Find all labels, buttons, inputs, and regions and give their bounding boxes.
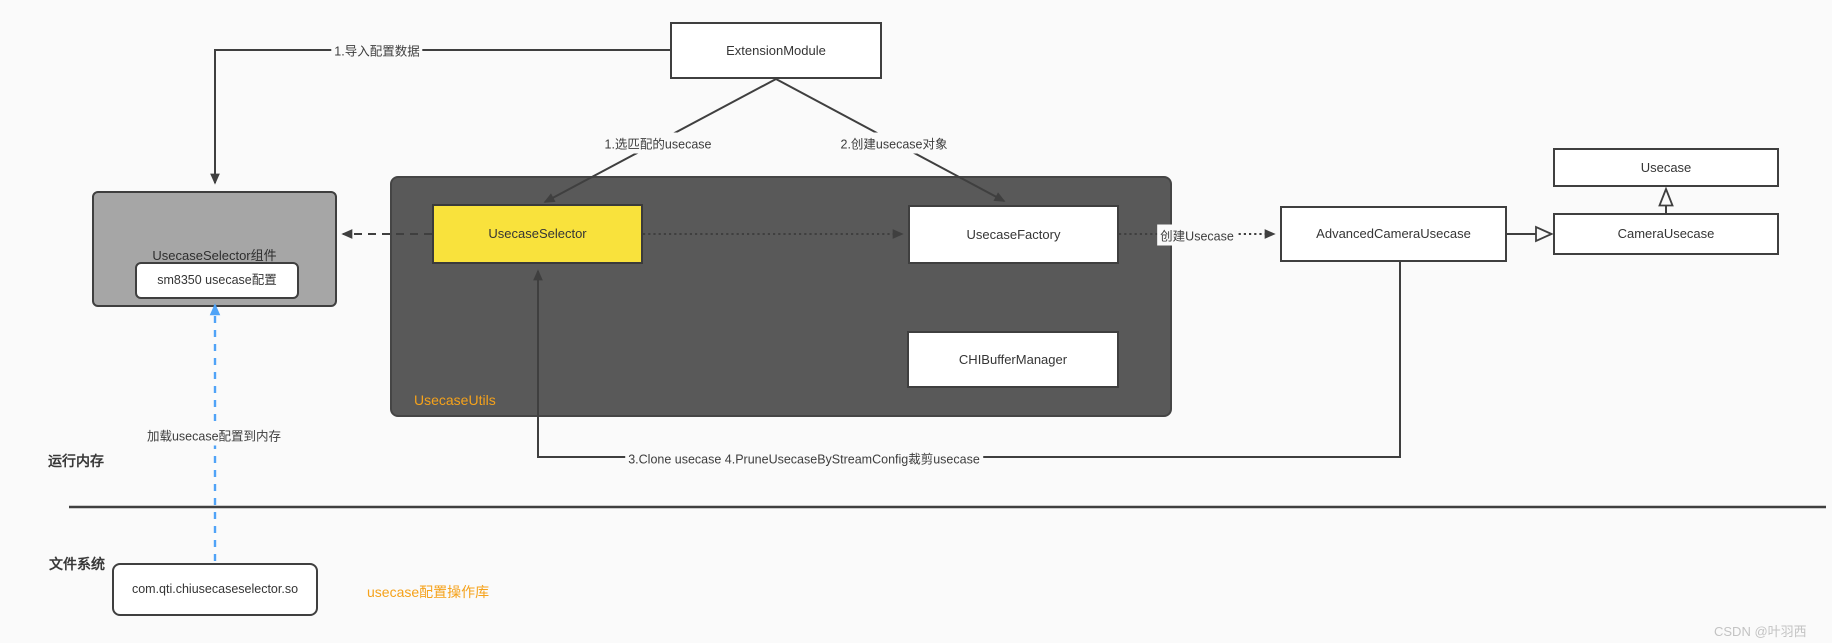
- node-chi-buffer-manager: CHIBufferManager: [907, 331, 1119, 388]
- inheritance-arrowhead-icon: [1658, 186, 1674, 207]
- node-camera-usecase: CameraUsecase: [1553, 213, 1779, 255]
- node-sm8350-config: sm8350 usecase配置: [135, 262, 299, 299]
- node-usecase-selector-component: UsecaseSelector组件 sm8350 usecase配置: [92, 191, 337, 307]
- edge-label-clone-and-prune: 3.Clone usecase 4.PruneUsecaseByStreamCo…: [625, 447, 983, 469]
- section-label-file-system: 文件系统: [49, 556, 105, 572]
- node-usecase-selector: UsecaseSelector: [432, 204, 643, 264]
- annotation-usecase-config-library: usecase配置操作库: [367, 584, 490, 600]
- node-usecase-factory: UsecaseFactory: [908, 205, 1119, 264]
- edge-label-import-config: 1.导入配置数据: [331, 39, 423, 61]
- edge-import-config: [210, 49, 670, 185]
- node-usecase: Usecase: [1553, 148, 1779, 187]
- node-extension-module: ExtensionModule: [670, 22, 882, 79]
- node-selector-library: com.qti.chiusecaseselector.so: [112, 563, 318, 616]
- generalization-arrowhead-icon: [1535, 225, 1554, 243]
- section-label-runtime-memory: 运行内存: [48, 453, 104, 469]
- edge-label-create-usecase-object: 2.创建usecase对象: [837, 132, 951, 154]
- edge-label-load-config-to-memory: 加载usecase配置到内存: [143, 424, 285, 446]
- watermark: CSDN @叶羽西: [1714, 624, 1807, 639]
- node-advanced-camera-usecase: AdvancedCameraUsecase: [1280, 206, 1507, 262]
- usecase-utils-label: UsecaseUtils: [414, 392, 496, 408]
- edge-label-create-usecase: 创建Usecase: [1157, 224, 1237, 246]
- edge-label-select-matching-usecase: 1.选匹配的usecase: [601, 132, 715, 154]
- usecase-selector-component-label: UsecaseSelector组件: [152, 248, 277, 263]
